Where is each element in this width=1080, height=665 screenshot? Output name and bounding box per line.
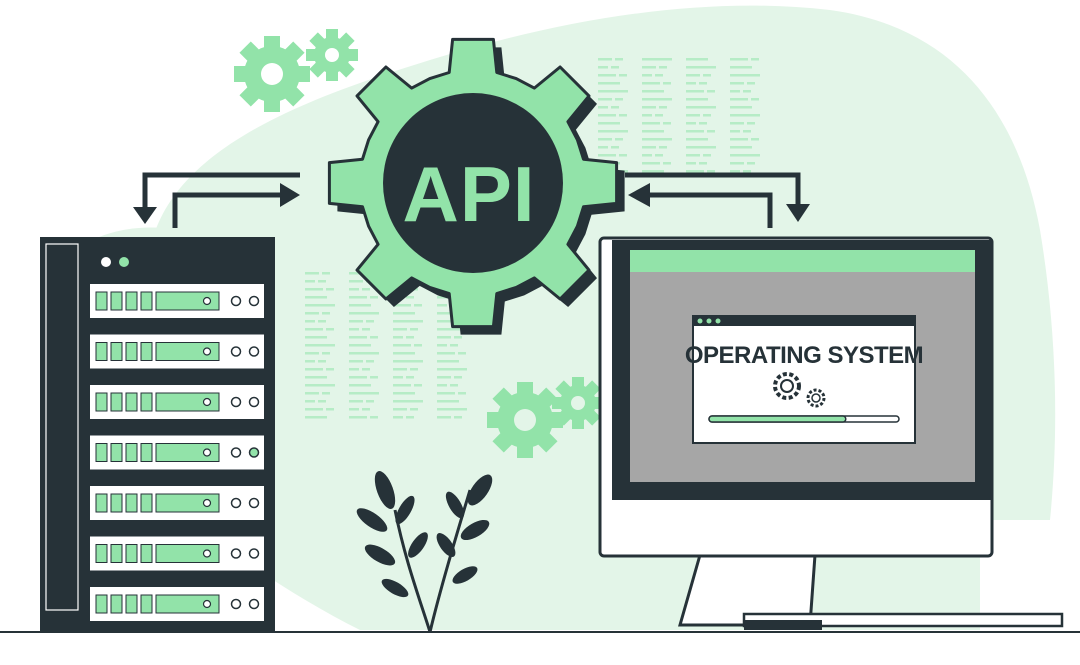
gear-icon — [552, 377, 604, 429]
arrow-down-icon — [786, 204, 810, 222]
arrow-down-icon — [133, 207, 157, 224]
api-label: API — [402, 150, 535, 238]
code-pattern-right — [598, 58, 760, 173]
os-window: OPERATING SYSTEM — [685, 315, 924, 444]
arrows-server-to-api — [142, 172, 300, 228]
server-unit — [90, 385, 264, 419]
loading-gears-icon — [773, 372, 826, 408]
plant-icon — [356, 471, 493, 633]
server-unit — [90, 486, 264, 520]
status-light — [119, 257, 129, 267]
server-unit — [90, 284, 264, 318]
arrows-api-to-computer — [625, 172, 801, 228]
arrow-right-icon — [280, 183, 300, 207]
server-unit — [90, 587, 264, 621]
server-rack — [40, 237, 275, 632]
status-light — [101, 257, 111, 267]
gear-icon — [306, 29, 358, 81]
progress-fill — [708, 415, 847, 423]
gear-icon — [234, 36, 310, 112]
server-unit — [90, 334, 264, 369]
os-window-title: OPERATING SYSTEM — [685, 342, 923, 369]
server-unit — [90, 536, 264, 571]
server-unit — [90, 435, 264, 470]
api-gear-icon: API — [327, 37, 625, 335]
arrow-left-icon — [628, 183, 650, 207]
gear-icon — [487, 382, 563, 458]
